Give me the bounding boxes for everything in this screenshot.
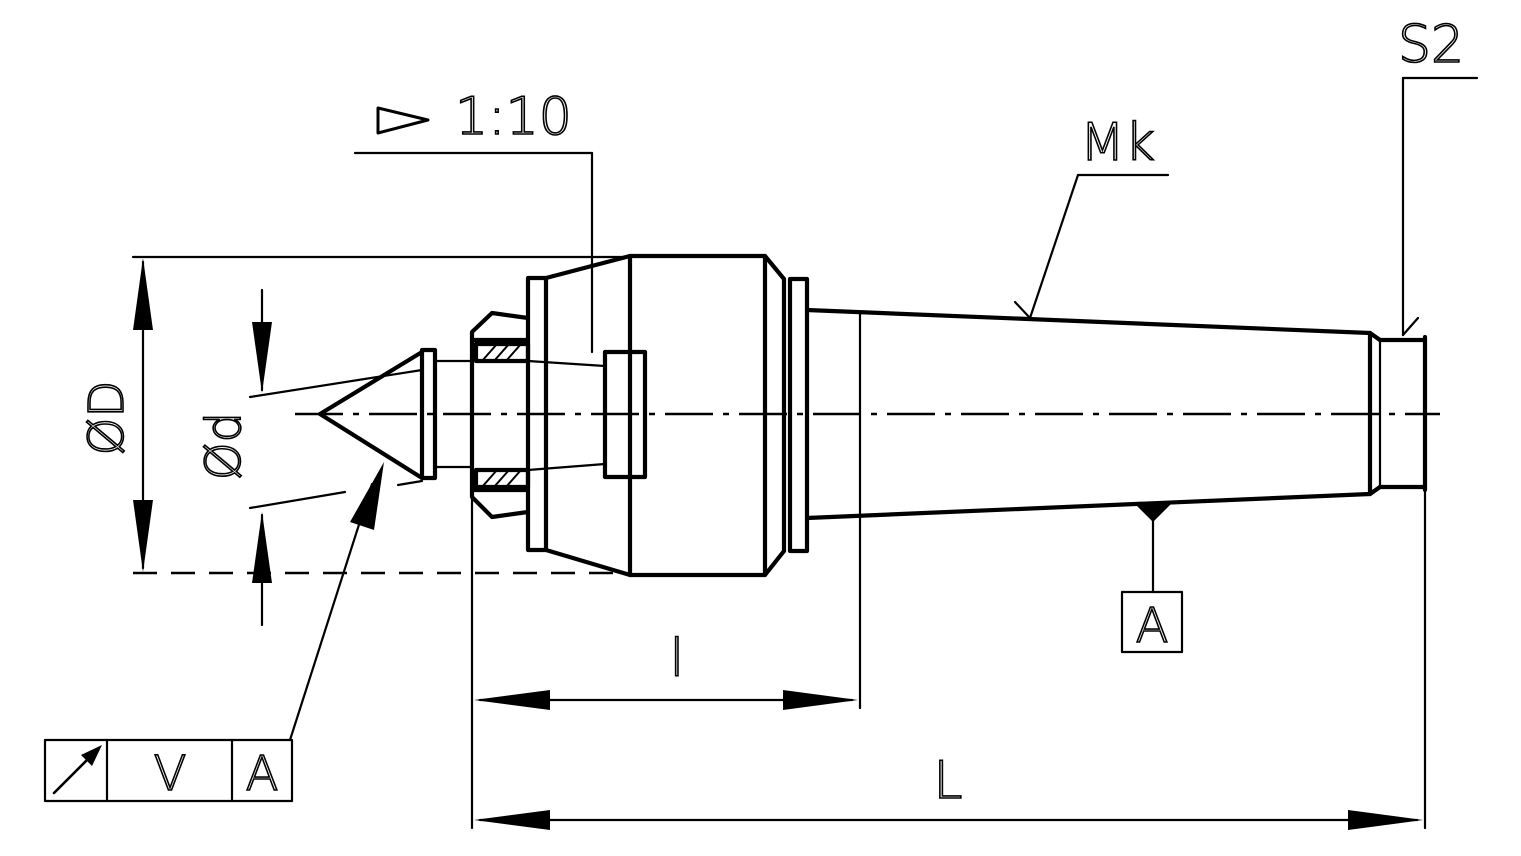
dimension-l [470,495,862,830]
dimension-d [248,288,424,627]
s2-leader [1401,76,1479,337]
s2-label: S2 [1398,15,1464,75]
front-cap [469,310,531,520]
flange-ring [525,275,549,553]
seal-hatching [481,343,522,488]
taper-ratio-label: 1:10 [455,87,572,147]
tolerance-value-label: V [154,746,187,802]
tang-end [1367,330,1428,497]
tolerance-datum-label: A [246,746,279,802]
morse-taper-label: Mk [1080,113,1155,173]
inner-shaft [526,349,648,480]
morse-taper-leader [1013,173,1170,320]
dimension-D [131,255,632,575]
dimension-L [474,488,1427,830]
rear-ring [787,276,810,554]
datum-label: A [1136,598,1169,654]
dimension-l-label: l [670,629,684,689]
tolerance-frame [43,738,294,803]
dimension-L-label: L [934,751,963,811]
center-point-tip [317,347,472,481]
taper-leader [353,106,594,354]
runout-leader [288,462,384,742]
main-body [543,253,787,578]
morse-taper-shank [804,307,1373,521]
circular-runout-icon [52,745,102,795]
dimension-d-label: Ød [196,412,252,480]
dimension-D-label: ØD [79,381,135,456]
datum-feature [1120,502,1184,654]
